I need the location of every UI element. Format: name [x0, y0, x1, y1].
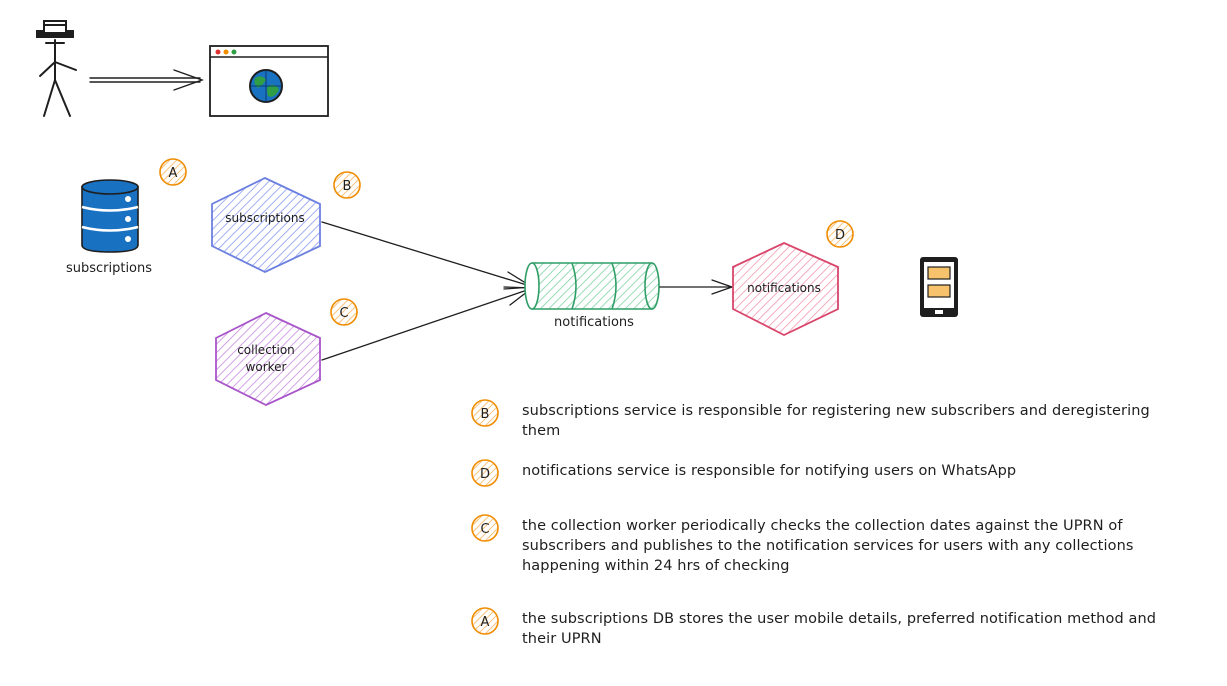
- db-label: subscriptions: [66, 261, 152, 276]
- notifications-service-badge: D: [826, 220, 854, 248]
- note-text-d: notifications service is responsible for…: [522, 463, 1017, 479]
- note-text-a: the subscriptions DB stores the user mob…: [522, 611, 1157, 647]
- notifications-queue-node[interactable]: [524, 262, 660, 310]
- notifications-service-badge-letter: D: [835, 228, 845, 243]
- notifications-queue-label: notifications: [554, 315, 634, 330]
- note-badge-letter-c: C: [480, 522, 489, 537]
- note-badge-letter-d: D: [480, 467, 490, 482]
- notifications-service-label: notifications: [747, 281, 821, 295]
- db-badge-letter: A: [169, 166, 178, 181]
- collection-worker-badge: C: [330, 298, 358, 326]
- subscriptions-service-badge-letter: B: [343, 179, 352, 194]
- subscriptions-service-node[interactable]: subscriptions: [211, 177, 321, 273]
- database-icon: [81, 179, 139, 253]
- subscriptions-to-queue-arrow: [321, 221, 535, 290]
- globe-icon: [249, 69, 283, 103]
- collection-worker-label-line2: worker: [246, 360, 287, 374]
- collection-worker-label-line1: collection: [237, 343, 295, 357]
- subscriptions-service-label: subscriptions: [225, 211, 304, 225]
- note-badge-c: C: [471, 514, 499, 542]
- worker-to-queue-arrow: [321, 286, 534, 361]
- subscriptions-service-badge: B: [333, 171, 361, 199]
- collection-worker-badge-letter: C: [339, 306, 348, 321]
- user-to-browser-arrow: [89, 69, 205, 91]
- browser-window-icon: [209, 45, 329, 117]
- queue-to-notifications-arrow: [659, 279, 734, 295]
- stick-figure-icon: [36, 20, 77, 117]
- note-badge-letter-a: A: [481, 615, 490, 630]
- notifications-service-node[interactable]: notifications: [732, 242, 839, 337]
- note-badge-b: B: [471, 399, 499, 427]
- note-badge-d: D: [471, 459, 499, 487]
- mobile-phone-icon: [920, 257, 958, 317]
- collection-worker-node[interactable]: collection worker: [215, 312, 321, 406]
- note-text-b: subscriptions service is responsible for…: [522, 403, 1150, 439]
- db-badge: A: [159, 158, 187, 186]
- note-badge-letter-b: B: [481, 407, 490, 422]
- note-badge-a: A: [471, 607, 499, 635]
- note-text-c: the collection worker periodically check…: [522, 518, 1134, 574]
